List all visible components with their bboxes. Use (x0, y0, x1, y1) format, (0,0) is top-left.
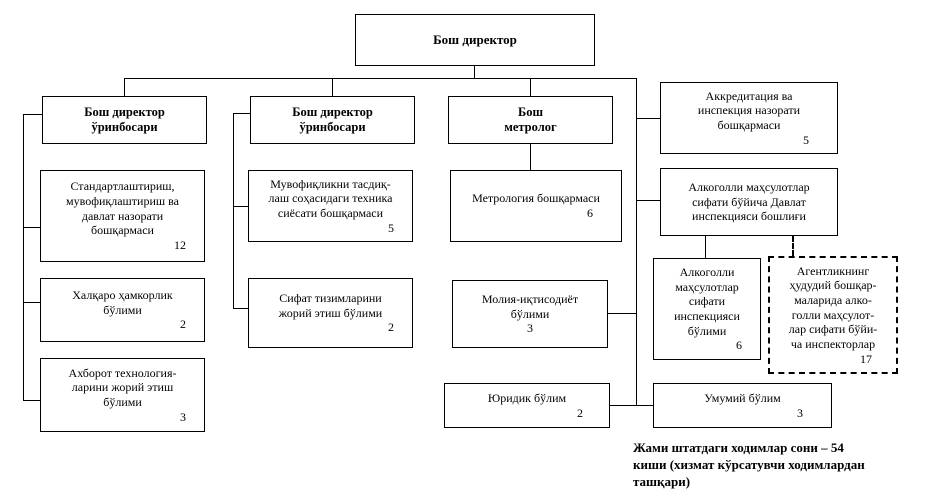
org-box-label: Ахборот технология- ларини жорий этиш бў… (68, 365, 177, 409)
connector-line (332, 78, 333, 96)
org-box-label: Бош директор (433, 32, 517, 48)
connector-line (233, 113, 250, 114)
org-box-standardization-dept: Стандартлаштириш, мувофиқлаштириш ва дав… (40, 170, 205, 262)
staff-count: 12 (174, 237, 186, 252)
staff-count: 2 (180, 317, 186, 332)
connector-line (636, 78, 637, 406)
org-box-general-director: Бош директор (355, 14, 595, 66)
connector-line (233, 308, 248, 309)
staff-count: 2 (388, 320, 394, 335)
connector-line (705, 236, 706, 258)
connector-line (530, 78, 531, 96)
connector-line (124, 78, 637, 79)
org-box-alcohol-inspection-division: Алкоголли маҳсулотлар сифати инспекцияси… (653, 258, 761, 360)
connector-line (23, 114, 42, 115)
staff-count: 6 (587, 206, 593, 220)
org-box-label: Метрология бошқармаси (472, 191, 600, 206)
org-box-label: Сифат тизимларини жорий этиш бўлими (278, 291, 383, 320)
connector-line (233, 113, 234, 309)
staff-count: 17 (860, 351, 872, 366)
org-box-alcohol-inspection-head: Алкоголли маҳсулотлар сифати бўйича Давл… (660, 168, 838, 236)
org-box-quality-systems: Сифат тизимларини жорий этиш бўлими 2 (248, 278, 413, 348)
org-box-label: Алкоголли маҳсулотлар сифати инспекцияси… (674, 265, 740, 338)
staff-count: 2 (577, 405, 583, 420)
staff-count: 3 (180, 409, 186, 424)
org-box-it-implementation: Ахборот технология- ларини жорий этиш бў… (40, 358, 205, 432)
connector-line (474, 66, 475, 79)
org-box-label: Бош метролог (504, 104, 557, 134)
org-box-international-cooperation: Халқаро ҳамкорлик бўлими 2 (40, 278, 205, 342)
org-box-label: Алкоголли маҳсулотлар сифати бўйича Давл… (688, 180, 810, 224)
org-box-label: Юридик бўлим (487, 390, 567, 405)
staff-count: 3 (797, 405, 803, 420)
org-box-label: Стандартлаштириш, мувофиқлаштириш ва дав… (66, 179, 179, 238)
connector-line (124, 78, 125, 96)
org-box-label: Умумий бўлим (704, 390, 781, 405)
org-box-label: Молия-иқтисодиёт бўлими (481, 292, 579, 321)
org-box-general-division: Умумий бўлим 3 (653, 383, 832, 428)
org-box-deputy-director-1: Бош директор ўринбосари (42, 96, 207, 144)
connector-line (23, 114, 24, 401)
org-box-label: Халқаро ҳамкорлик бўлими (72, 288, 173, 317)
staff-count: 6 (736, 338, 742, 353)
org-box-conformity-policy: Мувофиқликни тасдиқ- лаш соҳасидаги техн… (248, 170, 413, 242)
org-box-label: Бош директор ўринбосари (292, 104, 373, 134)
connector-line (610, 405, 653, 406)
org-box-finance-economics: Молия-иқтисодиёт бўлими 3 (452, 280, 608, 348)
org-box-accreditation-inspection: Аккредитация ва инспекция назорати бошқа… (660, 82, 838, 154)
connector-line (636, 200, 660, 201)
org-box-label: Бош директор ўринбосари (84, 104, 165, 134)
connector-line (636, 118, 660, 119)
staff-count: 3 (527, 321, 533, 336)
org-box-regional-inspectors: Агентликнинг ҳудудий бошқар- маларида ал… (768, 256, 898, 374)
connector-line-dashed (792, 236, 794, 256)
connector-line (233, 206, 248, 207)
connector-line (23, 400, 40, 401)
org-box-label: Агентликнинг ҳудудий бошқар- маларида ал… (788, 263, 878, 351)
connector-line (23, 227, 40, 228)
staff-count: 5 (803, 132, 809, 147)
connector-line (23, 302, 40, 303)
org-box-metrology-dept: Метрология бошқармаси 6 (450, 170, 622, 242)
org-box-label: Мувофиқликни тасдиқ- лаш соҳасидаги техн… (268, 176, 393, 220)
connector-line (608, 313, 636, 314)
org-box-deputy-director-2: Бош директор ўринбосари (250, 96, 415, 144)
org-box-chief-metrologist: Бош метролог (448, 96, 613, 144)
org-box-legal-dept: Юридик бўлим 2 (444, 383, 610, 428)
org-box-label: Аккредитация ва инспекция назорати бошқа… (697, 88, 801, 132)
connector-line (530, 144, 531, 170)
staff-count: 5 (388, 220, 394, 235)
total-staff-note: Жами штатдаги ходимлар сони – 54 киши (х… (633, 440, 865, 489)
